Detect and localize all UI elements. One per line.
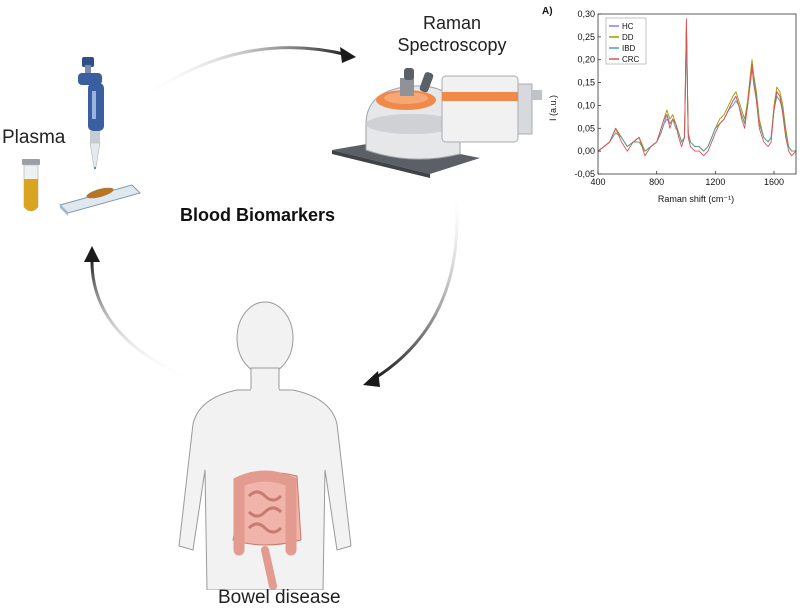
y-tick-label: 0,05 bbox=[577, 123, 595, 133]
chart-legend: HC DD IBD CRC bbox=[605, 17, 647, 65]
slide-icon bbox=[59, 184, 141, 216]
legend-label: CRC bbox=[622, 55, 640, 64]
x-tick-label: 1600 bbox=[764, 177, 784, 187]
arrow-to-raman bbox=[139, 46, 349, 102]
x-tick-label: 1200 bbox=[705, 177, 725, 187]
arrow-to-body bbox=[371, 184, 459, 382]
x-tick-label: 400 bbox=[590, 177, 605, 187]
plasma-label: Plasma bbox=[2, 127, 66, 148]
instrument-body bbox=[441, 75, 519, 143]
legend-label: DD bbox=[622, 33, 634, 42]
chart-xlabel: Raman shift (cm⁻¹) bbox=[658, 194, 734, 204]
raman-spectrum-chart: A) I (a.u.) Raman shift (cm⁻¹) -0,05 0,00… bbox=[542, 6, 797, 204]
human-body-illustration bbox=[178, 301, 352, 590]
raman-label-line1: Raman bbox=[422, 13, 482, 33]
y-tick-label: 0,00 bbox=[577, 146, 595, 156]
arrow-to-plasma bbox=[90, 257, 201, 385]
raman-spectrometer-illustration bbox=[332, 68, 542, 178]
arrowhead-raman bbox=[340, 47, 356, 63]
chart-panel-label: A) bbox=[542, 6, 553, 17]
arrowhead-body bbox=[363, 371, 380, 387]
diagram-title: Blood Biomarkers bbox=[180, 205, 336, 225]
instrument-stripe bbox=[442, 92, 518, 101]
y-tick-label: -0,05 bbox=[574, 169, 595, 179]
y-tick-label: 0,20 bbox=[577, 55, 595, 65]
pipette-icon bbox=[78, 57, 104, 169]
plasma-tube-icon bbox=[22, 159, 40, 212]
y-tick-label: 0,15 bbox=[577, 78, 595, 88]
chart-ylabel: I (a.u.) bbox=[548, 95, 558, 121]
arrowhead-plasma bbox=[84, 246, 100, 262]
bowel-disease-label: Bowel disease bbox=[218, 587, 341, 608]
plasma-sample-illustration bbox=[22, 57, 141, 216]
y-tick-label: 0,25 bbox=[577, 32, 595, 42]
y-tick-label: 0,10 bbox=[577, 100, 595, 110]
legend-label: IBD bbox=[622, 44, 636, 53]
intestine-icon bbox=[232, 470, 302, 590]
x-tick-label: 800 bbox=[649, 177, 664, 187]
plot-frame bbox=[597, 13, 797, 175]
series-line-crc bbox=[597, 18, 797, 157]
raman-label-line2: Spectroscopy bbox=[397, 35, 507, 55]
y-tick-label: 0,30 bbox=[577, 9, 595, 19]
raman-spectroscopy-label: Raman Spectroscopy bbox=[382, 12, 522, 56]
legend-label: HC bbox=[622, 22, 634, 31]
